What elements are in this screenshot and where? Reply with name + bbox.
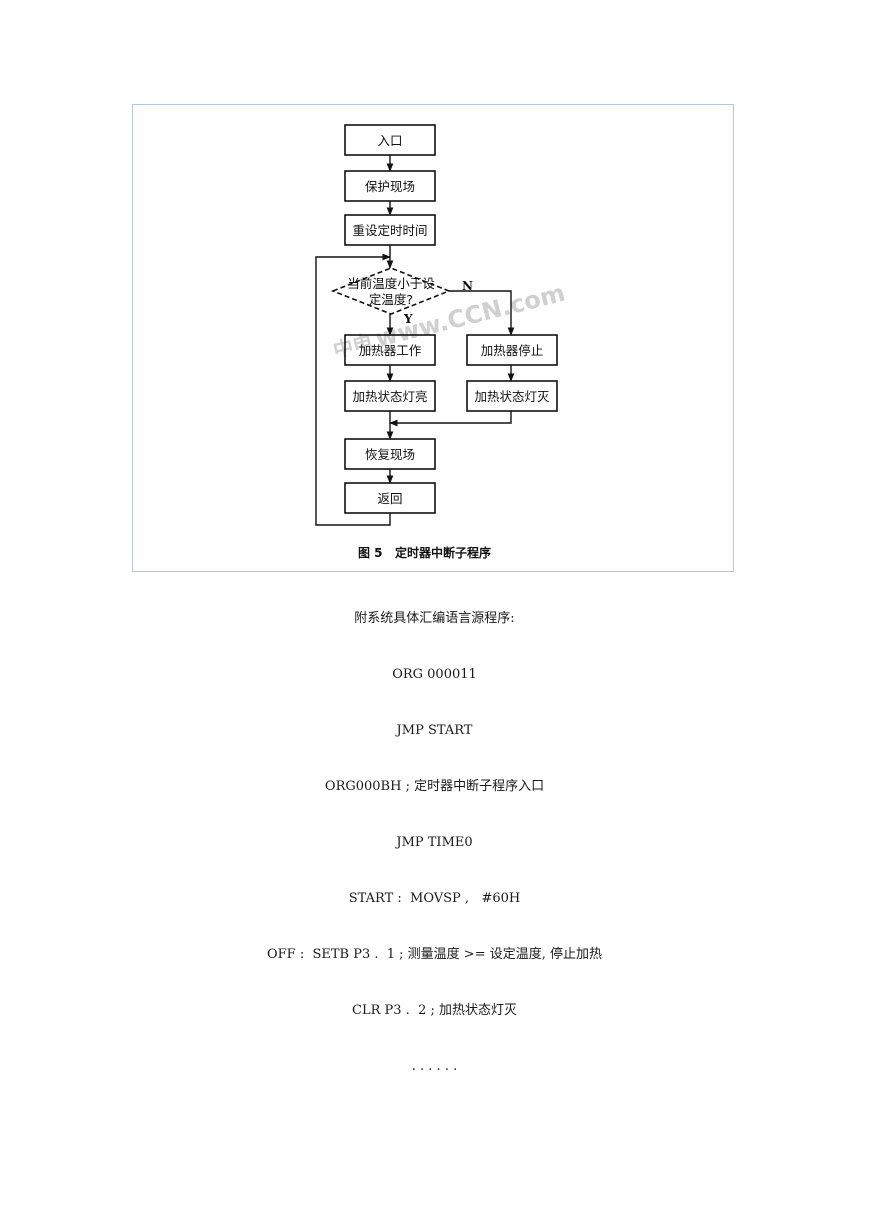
caption-title: 定时器中断子程序 — [395, 545, 491, 560]
node-heater-off: 加热器停止 — [481, 343, 544, 358]
node-return: 返回 — [377, 491, 402, 506]
flowchart-diagram: 中电 www.CCN.com — [315, 124, 568, 560]
node-condition-line2: 定温度? — [369, 292, 413, 307]
yes-label: Y — [403, 312, 413, 326]
source-heading: 附系统具体汇编语言源程序: — [354, 611, 515, 626]
code-line: ORG 000011 — [392, 667, 477, 682]
code-line: CLR P3 . 2 ; 加热状态灯灭 — [352, 1003, 517, 1018]
connectors — [315, 155, 515, 526]
code-line: START : MOVSP , #60H — [348, 891, 521, 906]
node-entry: 入口 — [377, 133, 402, 148]
node-restore-context: 恢复现场 — [365, 447, 415, 462]
code-line: ORG000BH ; 定时器中断子程序入口 — [324, 779, 545, 794]
no-label: N — [462, 279, 473, 293]
node-lamp-off: 加热状态灯灭 — [474, 389, 550, 404]
caption-number: 图 5 — [358, 546, 383, 560]
code-line: JMP START — [396, 723, 473, 738]
node-save-context: 保护现场 — [365, 179, 415, 194]
flowchart-figure: 中电 www.CCN.com — [132, 104, 734, 572]
code-line: OFF : SETB P3 . 1 ; 测量温度 >= 设定温度, 停止加热 — [266, 947, 602, 962]
node-reset-timer: 重设定时时间 — [352, 223, 427, 238]
node-heater-on: 加热器工作 — [359, 343, 422, 358]
condition-diamond — [330, 267, 452, 315]
node-lamp-on: 加热状态灯亮 — [352, 389, 427, 404]
ellipsis-line: . . . . . . — [411, 1059, 458, 1074]
code-line: JMP TIME0 — [396, 835, 473, 850]
node-condition-line1: 当前温度小于设 — [347, 276, 435, 291]
